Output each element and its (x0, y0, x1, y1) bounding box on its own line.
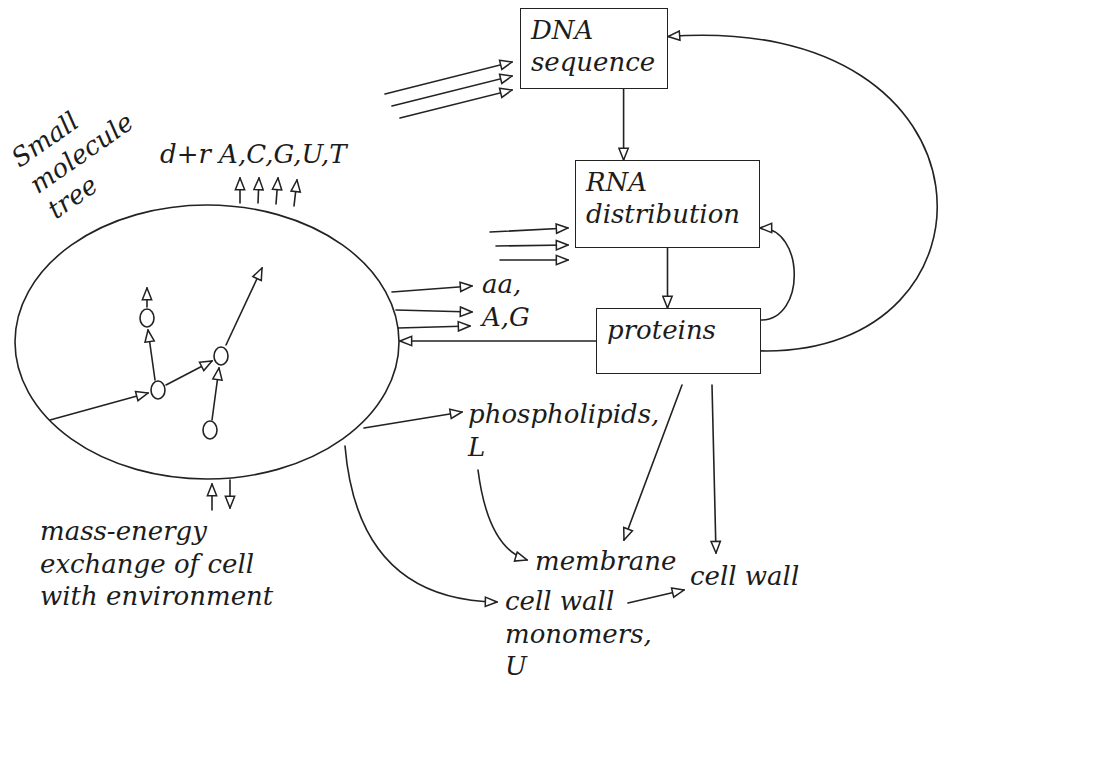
output-arrow (364, 412, 462, 428)
tree-arrow (212, 368, 219, 420)
flow-arrow (667, 248, 669, 308)
output-arrow (276, 178, 278, 204)
circle-heading: Small molecule tree (6, 79, 161, 227)
structure-label: cell wall (690, 560, 799, 593)
nucleotide-label: d+r A,C,G,U,T (160, 138, 347, 171)
note-label: mass-energy exchange of cell with enviro… (40, 515, 285, 613)
process-box: RNA distribution (575, 160, 760, 248)
input-arrow (496, 245, 568, 246)
process-box: proteins (596, 308, 761, 374)
tree-arrow (148, 330, 155, 380)
input-arrow (400, 90, 512, 118)
box-text: DNA sequence (531, 15, 657, 78)
box-text: RNA distribution (586, 167, 749, 230)
output-arrow (294, 180, 297, 206)
lipid-label: phospholipids, L (468, 398, 663, 463)
tree-arrow (50, 393, 148, 420)
monomer-label: aa, A,G (482, 268, 552, 333)
flow-arrow (760, 228, 794, 320)
monomer-label: cell wall monomers, U (505, 585, 675, 683)
box-text: proteins (607, 315, 716, 347)
input-arrow (385, 62, 512, 94)
input-arrow (392, 76, 512, 106)
structure-label: membrane (535, 545, 676, 578)
output-arrow (392, 286, 472, 292)
exchange-arrow (229, 480, 231, 508)
tree-arrow (226, 268, 262, 345)
input-arrow (500, 259, 568, 261)
flow-arrow (400, 340, 596, 342)
flow-arrow (623, 89, 625, 160)
assembly-arrow (628, 590, 684, 603)
molecule-node (214, 347, 228, 365)
output-arrow (258, 178, 259, 203)
output-arrow (396, 310, 472, 312)
input-arrow (490, 228, 568, 232)
exchange-arrow (211, 484, 213, 510)
molecule-node (151, 381, 165, 399)
assembly-arrow (478, 470, 527, 560)
tree-arrow (146, 288, 148, 307)
circle-outline (15, 205, 399, 479)
molecule-node (140, 309, 154, 327)
tree-arrow (166, 361, 212, 385)
assembly-arrow (712, 385, 716, 553)
molecule-circle: Small molecule tree (14, 204, 400, 480)
output-arrow (239, 178, 241, 203)
molecule-node (203, 421, 217, 439)
output-arrow (398, 326, 470, 328)
circle-outline (14, 204, 400, 480)
output-arrow (345, 446, 497, 602)
process-box: DNA sequence (520, 8, 668, 89)
